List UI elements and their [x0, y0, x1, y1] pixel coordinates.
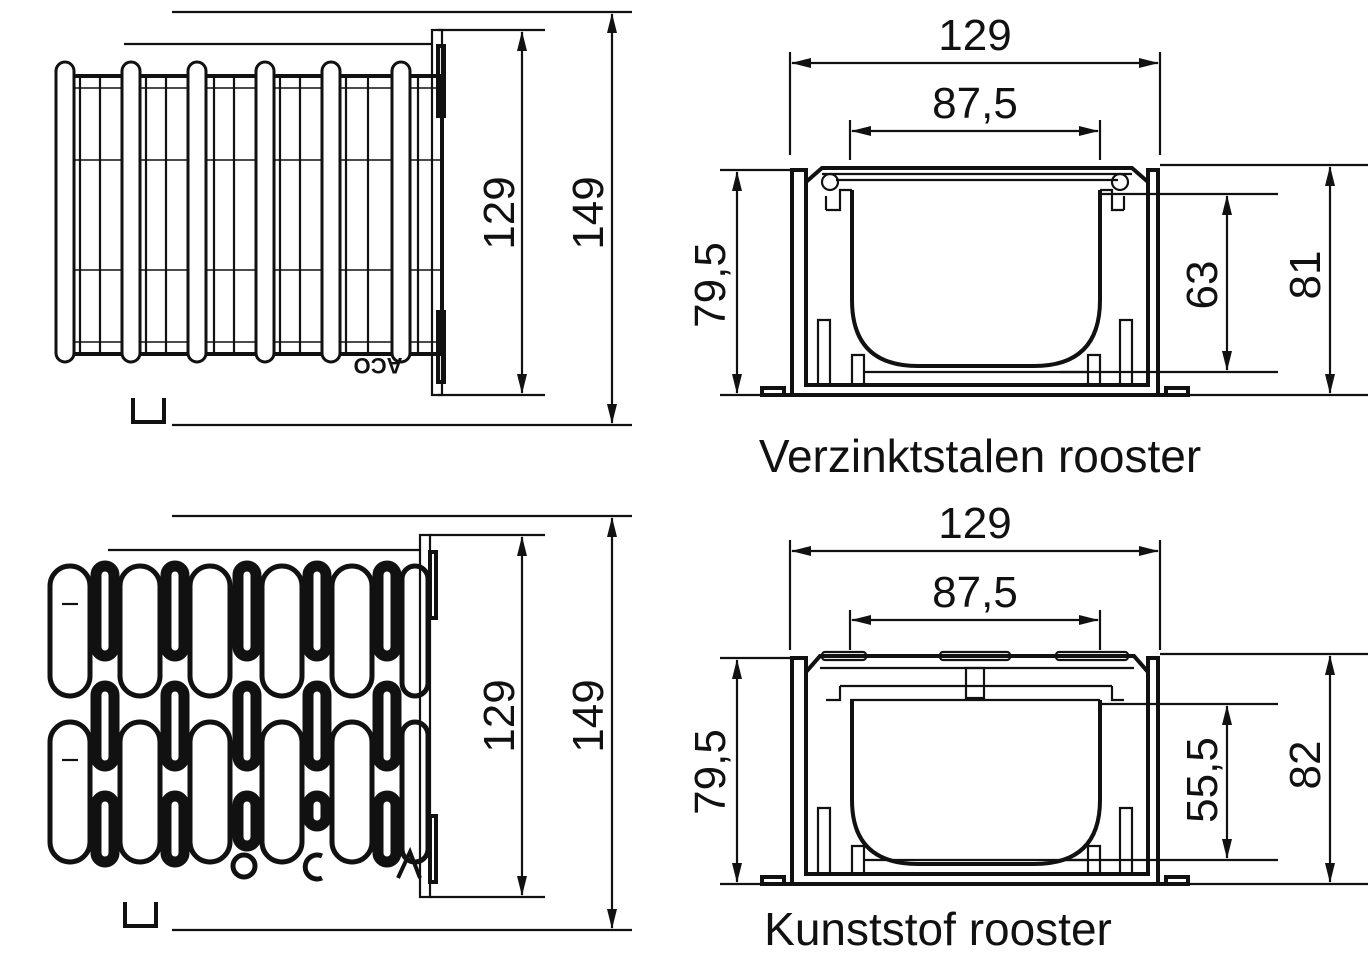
plastic-grating-section-view: 129 87,5 79,5 — [686, 499, 1368, 886]
dim-inner-width: 129 — [475, 679, 524, 752]
dim-channel-depth: 63 — [1178, 261, 1227, 310]
dim-outer-width: 149 — [564, 176, 613, 249]
dim-height-right: 82 — [1281, 741, 1330, 790]
aco-logo: ACO — [354, 353, 403, 378]
dim-inner-width: 129 — [475, 176, 524, 249]
dim-channel-width: 129 — [938, 499, 1011, 548]
steel-grating-section-view: 129 87,5 79,5 63 — [686, 11, 1368, 397]
dim-channel-width: 129 — [938, 11, 1011, 60]
caption-steel-grating: Verzinktstalen rooster — [759, 430, 1201, 482]
dim-opening-width: 87,5 — [932, 79, 1018, 128]
dim-height-left: 79,5 — [686, 729, 735, 815]
dim-opening-width: 87,5 — [932, 568, 1018, 617]
grating-slots — [47, 560, 431, 882]
plastic-grating-plan-view: 129 149 — [47, 514, 632, 932]
dim-height-left: 79,5 — [686, 242, 735, 328]
steel-grating-plan-view: ACO 129 149 — [54, 10, 632, 427]
grating-bars — [54, 60, 420, 364]
dim-height-right: 81 — [1281, 251, 1330, 300]
dim-outer-width: 149 — [564, 679, 613, 752]
caption-plastic-grating: Kunststof rooster — [764, 903, 1112, 954]
dim-channel-depth: 55,5 — [1178, 737, 1227, 823]
